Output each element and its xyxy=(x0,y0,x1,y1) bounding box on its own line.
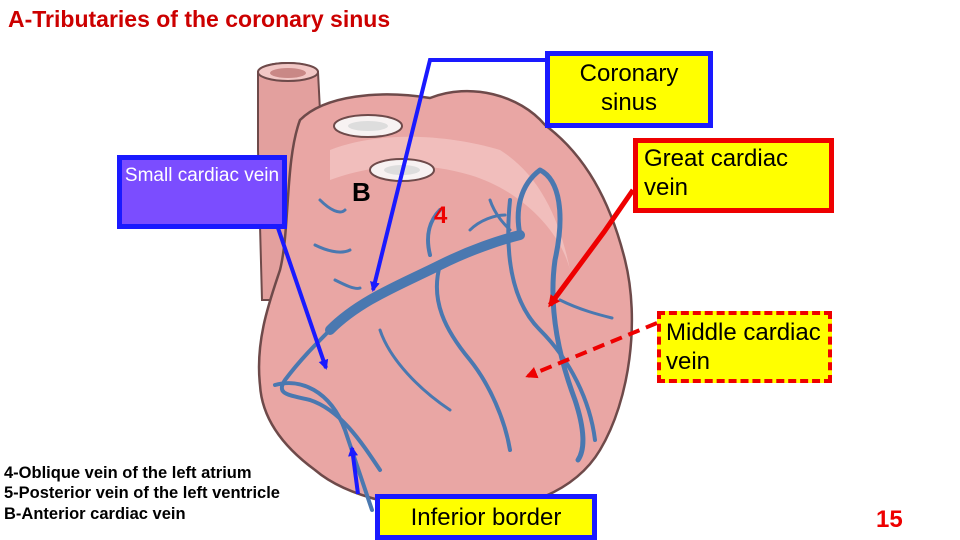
pulmonary-vein-openings xyxy=(333,114,435,182)
inferior-border-arrow xyxy=(348,446,360,495)
coronary-sinus-label: Coronary sinus xyxy=(545,51,713,128)
inferior-border-vessel xyxy=(273,381,374,512)
pointer-arrows xyxy=(276,58,658,495)
middle-cardiac-vein-vessel xyxy=(506,198,597,442)
great-cardiac-vein-vessel xyxy=(515,167,586,463)
small-cardiac-vein-vessel xyxy=(279,328,382,472)
cardiac-veins xyxy=(273,167,614,512)
inferior-branch xyxy=(378,328,452,412)
marker-4: 4 xyxy=(434,202,448,229)
inferior-border-label: Inferior border xyxy=(375,494,597,540)
legend: 4-Oblique vein of the left atrium 5-Post… xyxy=(4,463,280,524)
small-cardiac-vein-label: Small cardiac vein xyxy=(117,155,287,229)
heart-shading xyxy=(330,136,570,270)
middle-cardiac-vein-label: Middle cardiac vein xyxy=(657,311,832,383)
marker-b: B xyxy=(352,177,371,207)
legend-item: 5-Posterior vein of the left ventricle xyxy=(4,484,280,503)
page-number: 15 xyxy=(876,506,903,533)
legend-item: B-Anterior cardiac vein xyxy=(4,504,186,523)
middle-cardiac-arrow xyxy=(525,321,658,379)
anterior-cardiac-vein xyxy=(318,198,347,214)
oblique-vein-left-atrium xyxy=(426,208,442,257)
great-cardiac-arrow xyxy=(547,188,636,308)
small-cardiac-arrow xyxy=(276,227,329,370)
slide-title: A-Tributaries of the coronary sinus xyxy=(8,6,391,32)
coronary-sinus-arrow xyxy=(370,58,545,292)
legend-item: 4-Oblique vein of the left atrium xyxy=(4,464,252,482)
posterior-vein-left-ventricle xyxy=(434,263,512,452)
great-cardiac-vein-label: Great cardiac vein xyxy=(633,138,834,213)
